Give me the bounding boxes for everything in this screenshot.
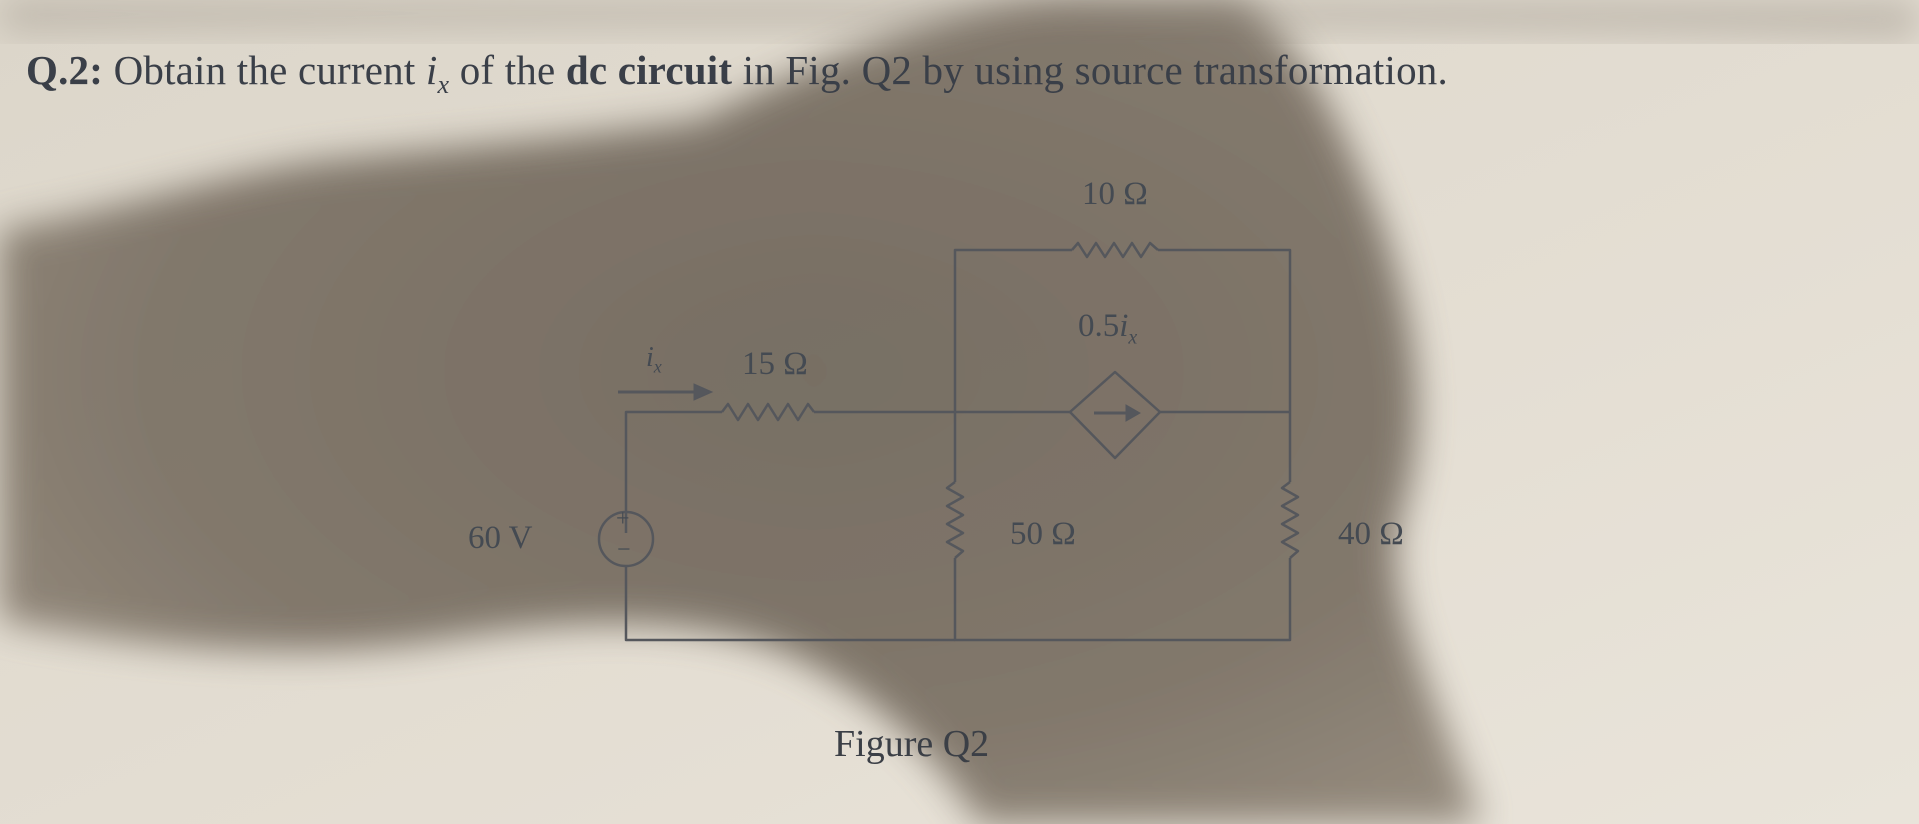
resistor-15-ohm-label: 15 Ω bbox=[742, 346, 808, 382]
wire-top-right bbox=[1158, 248, 1292, 412]
hand-shadow bbox=[0, 0, 1480, 824]
question-text-start: Obtain the current bbox=[113, 47, 416, 93]
question-emphasis: dc circuit bbox=[565, 47, 733, 93]
question-text-middle: of the bbox=[459, 47, 556, 93]
dependent-source-label: 0.5ix bbox=[1078, 308, 1138, 349]
source-voltage-label: 60 V bbox=[468, 520, 533, 556]
source-minus-sign: − bbox=[617, 537, 631, 563]
resistor-40-ohm bbox=[1280, 481, 1300, 559]
resistor-10-ohm bbox=[1071, 241, 1159, 259]
wire-middle-bottom bbox=[953, 558, 1292, 642]
wire-left-top bbox=[624, 410, 722, 533]
current-ix-label: ix bbox=[646, 342, 662, 377]
question-number: Q.2: bbox=[26, 47, 104, 93]
current-variable: ix bbox=[425, 47, 450, 100]
resistor-10-ohm-label: 10 Ω bbox=[1082, 176, 1148, 212]
resistor-40-ohm-label: 40 Ω bbox=[1338, 516, 1404, 552]
resistor-50-ohm-label: 50 Ω bbox=[1010, 516, 1076, 552]
resistor-15-ohm bbox=[721, 402, 815, 422]
resistor-50-ohm bbox=[945, 481, 965, 559]
question-text-end: in Fig. Q2 by using source transformatio… bbox=[742, 47, 1448, 93]
source-plus-sign: + bbox=[616, 506, 630, 532]
figure-caption: Figure Q2 bbox=[834, 723, 990, 765]
wire-left-bottom bbox=[624, 565, 955, 642]
voltage-source bbox=[597, 510, 655, 568]
wire-middle-up bbox=[953, 248, 1072, 412]
dependent-current-source bbox=[1068, 370, 1162, 460]
question-text: Q.2: Obtain the current ix of the dc cir… bbox=[26, 46, 1448, 100]
